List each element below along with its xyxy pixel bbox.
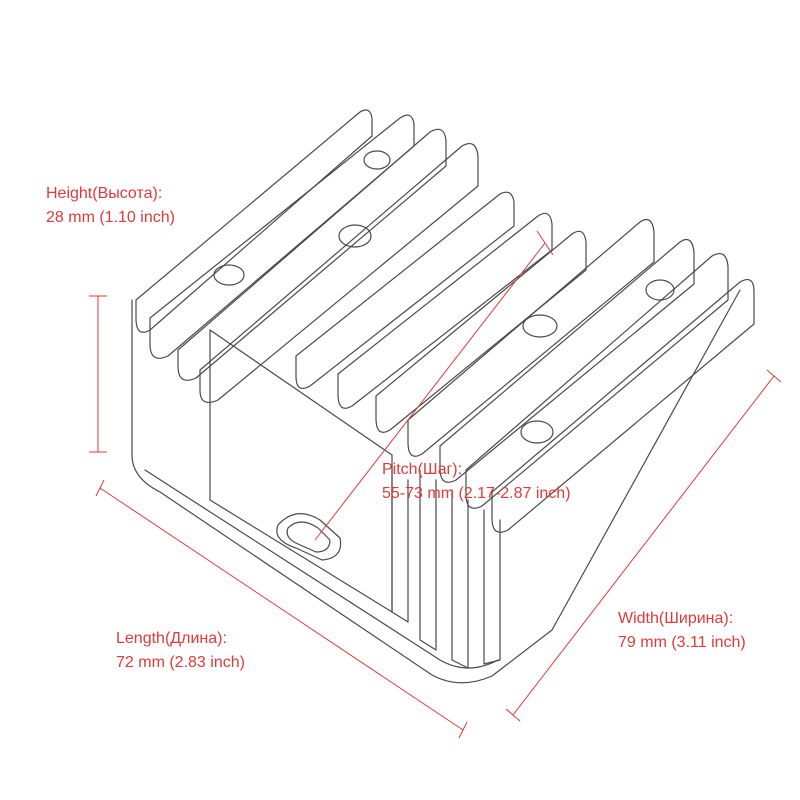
- length-label: Length(Длина): 72 mm (2.83 inch): [116, 627, 245, 675]
- fin-1: [135, 109, 373, 333]
- mounting-slot-inner: [286, 521, 331, 553]
- width-line: [512, 375, 775, 716]
- front-wall-top: [209, 329, 393, 471]
- rivet-2: [338, 224, 372, 248]
- fin-10: [465, 253, 729, 509]
- pitch-value: 55-73 mm (2.17-2.87 inch): [382, 485, 571, 502]
- width-cap-end: [766, 369, 782, 383]
- length-value: 72 mm (2.83 inch): [116, 654, 245, 671]
- rivet-5: [645, 279, 675, 301]
- fin-7: [375, 230, 587, 433]
- pitch-cap: [536, 230, 554, 256]
- width-value: 79 mm (3.11 inch): [618, 634, 746, 651]
- fin-3: [177, 128, 447, 381]
- fin-front-3: [451, 489, 469, 669]
- heatsink-body: [131, 289, 741, 684]
- height-value: 28 mm (1.10 inch): [46, 209, 175, 226]
- dimension-lines: [89, 230, 782, 739]
- width-name: Width(Ширина):: [618, 610, 734, 627]
- rivet-6: [520, 420, 554, 444]
- rivet-1: [363, 150, 391, 170]
- pitch-line: [314, 242, 546, 541]
- height-name: Height(Высота):: [46, 185, 163, 202]
- length-line: [99, 487, 464, 731]
- fin-front-2: [419, 469, 437, 651]
- body-outline: [131, 289, 741, 684]
- fin-front-1: [391, 469, 409, 623]
- fin-8: [407, 219, 655, 457]
- fin-4: [199, 143, 479, 403]
- length-name: Length(Длина):: [116, 630, 227, 647]
- fin-9: [439, 239, 695, 483]
- fin-5: [295, 191, 515, 389]
- front-wall: [209, 329, 393, 613]
- fin-front-4: [483, 509, 501, 665]
- fin-11: [491, 279, 755, 533]
- length-cap-start: [95, 479, 105, 497]
- heatsink-fins: [135, 109, 755, 669]
- fin-6: [337, 212, 553, 409]
- rivet-3: [213, 264, 245, 286]
- rivets: [213, 150, 675, 444]
- height-label: Height(Высота): 28 mm (1.10 inch): [46, 182, 175, 230]
- base-front-edge: [144, 469, 499, 669]
- mounting-slot: [276, 513, 342, 561]
- pitch-name: Pitch(Шаг):: [382, 461, 463, 478]
- length-cap-end: [458, 721, 468, 739]
- rivet-4: [522, 314, 558, 338]
- pitch-label: Pitch(Шаг): 55-73 mm (2.17-2.87 inch): [382, 458, 571, 506]
- width-label: Width(Ширина): 79 mm (3.11 inch): [618, 607, 746, 655]
- width-cap-start: [505, 708, 521, 722]
